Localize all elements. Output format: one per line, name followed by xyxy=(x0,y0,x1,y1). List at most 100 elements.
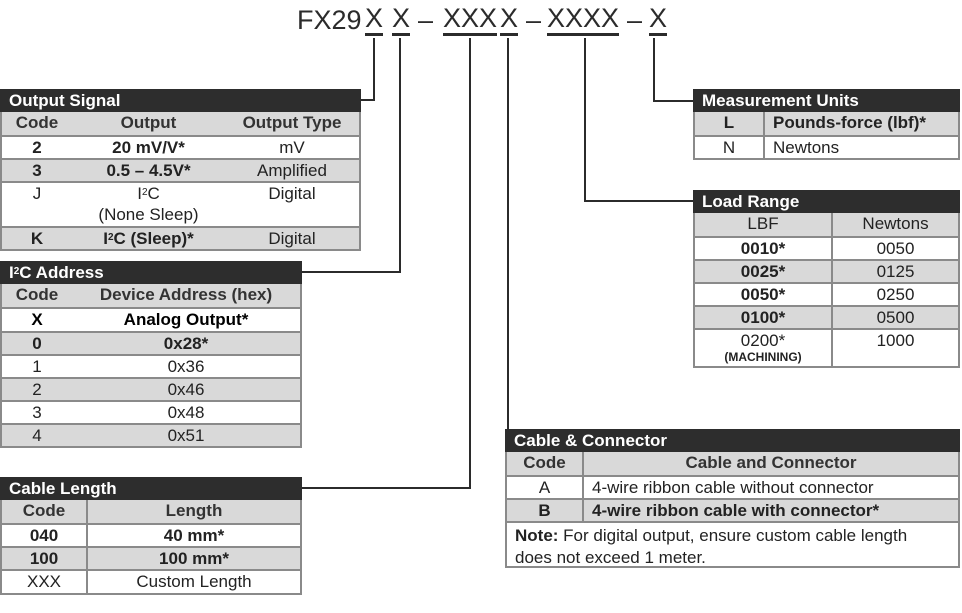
column-header: Length xyxy=(165,501,223,520)
column-header: Code xyxy=(15,285,59,304)
text: C (Sleep)* xyxy=(113,229,194,248)
code-cell: 1 xyxy=(32,357,42,376)
address-cell: Analog Output* xyxy=(123,310,249,329)
output-cell: 0.5 – 4.5V* xyxy=(106,161,191,180)
code-cell: J xyxy=(32,184,42,203)
machining-note: (MACHINING) xyxy=(724,350,802,364)
separator: – xyxy=(418,5,434,35)
table-row: A 4-wire ribbon cable without connector xyxy=(507,475,958,498)
table-row: 2 0x46 xyxy=(2,377,300,400)
output-type-cell: Digital xyxy=(268,184,316,203)
table-row: 3 0.5 – 4.5V* Amplified xyxy=(2,158,359,181)
table-row: 3 0x48 xyxy=(2,400,300,423)
lbf-cell: 0200*(MACHINING) xyxy=(695,330,833,366)
text: (None Sleep) xyxy=(98,205,199,224)
code-cell: 3 xyxy=(32,161,42,180)
newtons-cell: 0250 xyxy=(876,285,915,304)
length-cell: Custom Length xyxy=(136,572,252,591)
table-row: XXX Custom Length xyxy=(2,569,300,593)
length-cell: 100 mm* xyxy=(159,549,229,568)
separator: – xyxy=(526,5,542,35)
connector-line-cable-length xyxy=(469,38,471,489)
table-title: I2C Address xyxy=(0,261,302,284)
output-cell: 20 mV/V* xyxy=(112,138,185,157)
output-cell: I2C (Sleep)* xyxy=(72,228,225,249)
note-label: Note: xyxy=(515,526,559,545)
code-cell: N xyxy=(695,137,765,158)
table-row: X Analog Output* xyxy=(2,307,300,331)
superscript: 2 xyxy=(107,232,114,243)
note-row: Note: For digital output, ensure custom … xyxy=(507,521,958,567)
lbf-cell: 0100* xyxy=(695,307,833,328)
column-header: Code xyxy=(2,500,88,523)
table-row: K I2C (Sleep)* Digital xyxy=(2,226,359,249)
text: I xyxy=(9,263,14,282)
cable-connector-table: Cable & Connector Code Cable and Connect… xyxy=(505,429,960,568)
table-header-row: Code Cable and Connector xyxy=(507,452,958,475)
text: I xyxy=(137,184,142,203)
table-row: 0010* 0050 xyxy=(695,236,958,259)
connector-line-measurement-units xyxy=(653,100,694,102)
segment-i2c-address: X xyxy=(392,3,411,36)
separator: – xyxy=(627,5,643,35)
connector-line-output-signal xyxy=(373,38,375,101)
code-cell: A xyxy=(507,477,584,498)
note-text: For digital output, ensure custom cable … xyxy=(515,526,908,567)
segment-output-signal: X xyxy=(365,3,384,36)
code-cell: 100 xyxy=(2,548,88,569)
newtons-cell: 0125 xyxy=(876,262,915,281)
text: C xyxy=(147,184,160,203)
lbf-cell: 0050* xyxy=(695,284,833,305)
table-row: B 4-wire ribbon cable with connector* xyxy=(507,498,958,521)
connector-line-output-signal xyxy=(360,99,375,101)
output-signal-table: Output Signal Code Output Output Type 2 … xyxy=(0,89,361,251)
column-header: Code xyxy=(15,113,59,132)
table-header-row: Code Length xyxy=(2,500,300,523)
table-title: Measurement Units xyxy=(693,89,960,112)
output-type-cell: mV xyxy=(279,138,305,157)
table-header-row: Code Device Address (hex) xyxy=(2,284,300,307)
table-row: 0050* 0250 xyxy=(695,282,958,305)
code-cell: L xyxy=(695,112,765,135)
table-title: Cable & Connector xyxy=(505,429,960,452)
connector-line-measurement-units xyxy=(653,38,655,102)
table-title: Load Range xyxy=(693,190,960,213)
cable-length-table: Cable Length Code Length 040 40 mm* 100 … xyxy=(0,477,302,595)
table-row: 1 0x36 xyxy=(2,354,300,377)
address-cell: 0x36 xyxy=(167,357,205,376)
table-header-row: Code Output Output Type xyxy=(2,112,359,135)
superscript: 2 xyxy=(13,266,20,277)
table-row: 100 100 mm* xyxy=(2,546,300,569)
connector-line-cable-connector xyxy=(507,38,509,429)
table-header-row: LBF Newtons xyxy=(695,213,958,236)
address-cell: 0x51 xyxy=(167,426,205,445)
text: 0200* xyxy=(740,331,786,350)
column-header: Cable and Connector xyxy=(685,453,857,472)
length-cell: 40 mm* xyxy=(163,526,225,545)
table-row: 2 20 mV/V* mV xyxy=(2,135,359,158)
connector-line-load-range xyxy=(584,38,586,202)
code-cell: B xyxy=(507,500,584,521)
output-type-cell: Amplified xyxy=(257,161,327,180)
segment-cable-length: XXX xyxy=(443,3,498,36)
table-row: 0025* 0125 xyxy=(695,259,958,282)
output-type-cell: Digital xyxy=(268,229,316,248)
column-header: Newtons xyxy=(862,214,929,233)
code-cell: 2 xyxy=(32,380,42,399)
text: C Address xyxy=(19,263,104,282)
column-header: Device Address (hex) xyxy=(99,285,273,304)
code-cell: XXX xyxy=(2,571,88,593)
code-cell: 040 xyxy=(2,525,88,546)
description-cell: 4-wire ribbon cable without connector xyxy=(592,478,874,497)
code-cell: 2 xyxy=(32,138,42,157)
table-title: Output Signal xyxy=(0,89,361,112)
connector-line-load-range xyxy=(584,200,694,202)
table-row: 4 0x51 xyxy=(2,423,300,446)
column-header: Output Type xyxy=(242,113,342,132)
table-row: 040 40 mm* xyxy=(2,523,300,546)
lbf-cell: 0025* xyxy=(695,261,833,282)
segment-measurement-units: X xyxy=(649,3,668,36)
table-row: 0 0x28* xyxy=(2,331,300,354)
address-cell: 0x28* xyxy=(163,334,209,353)
table-row: J I2C(None Sleep) Digital xyxy=(2,181,359,226)
